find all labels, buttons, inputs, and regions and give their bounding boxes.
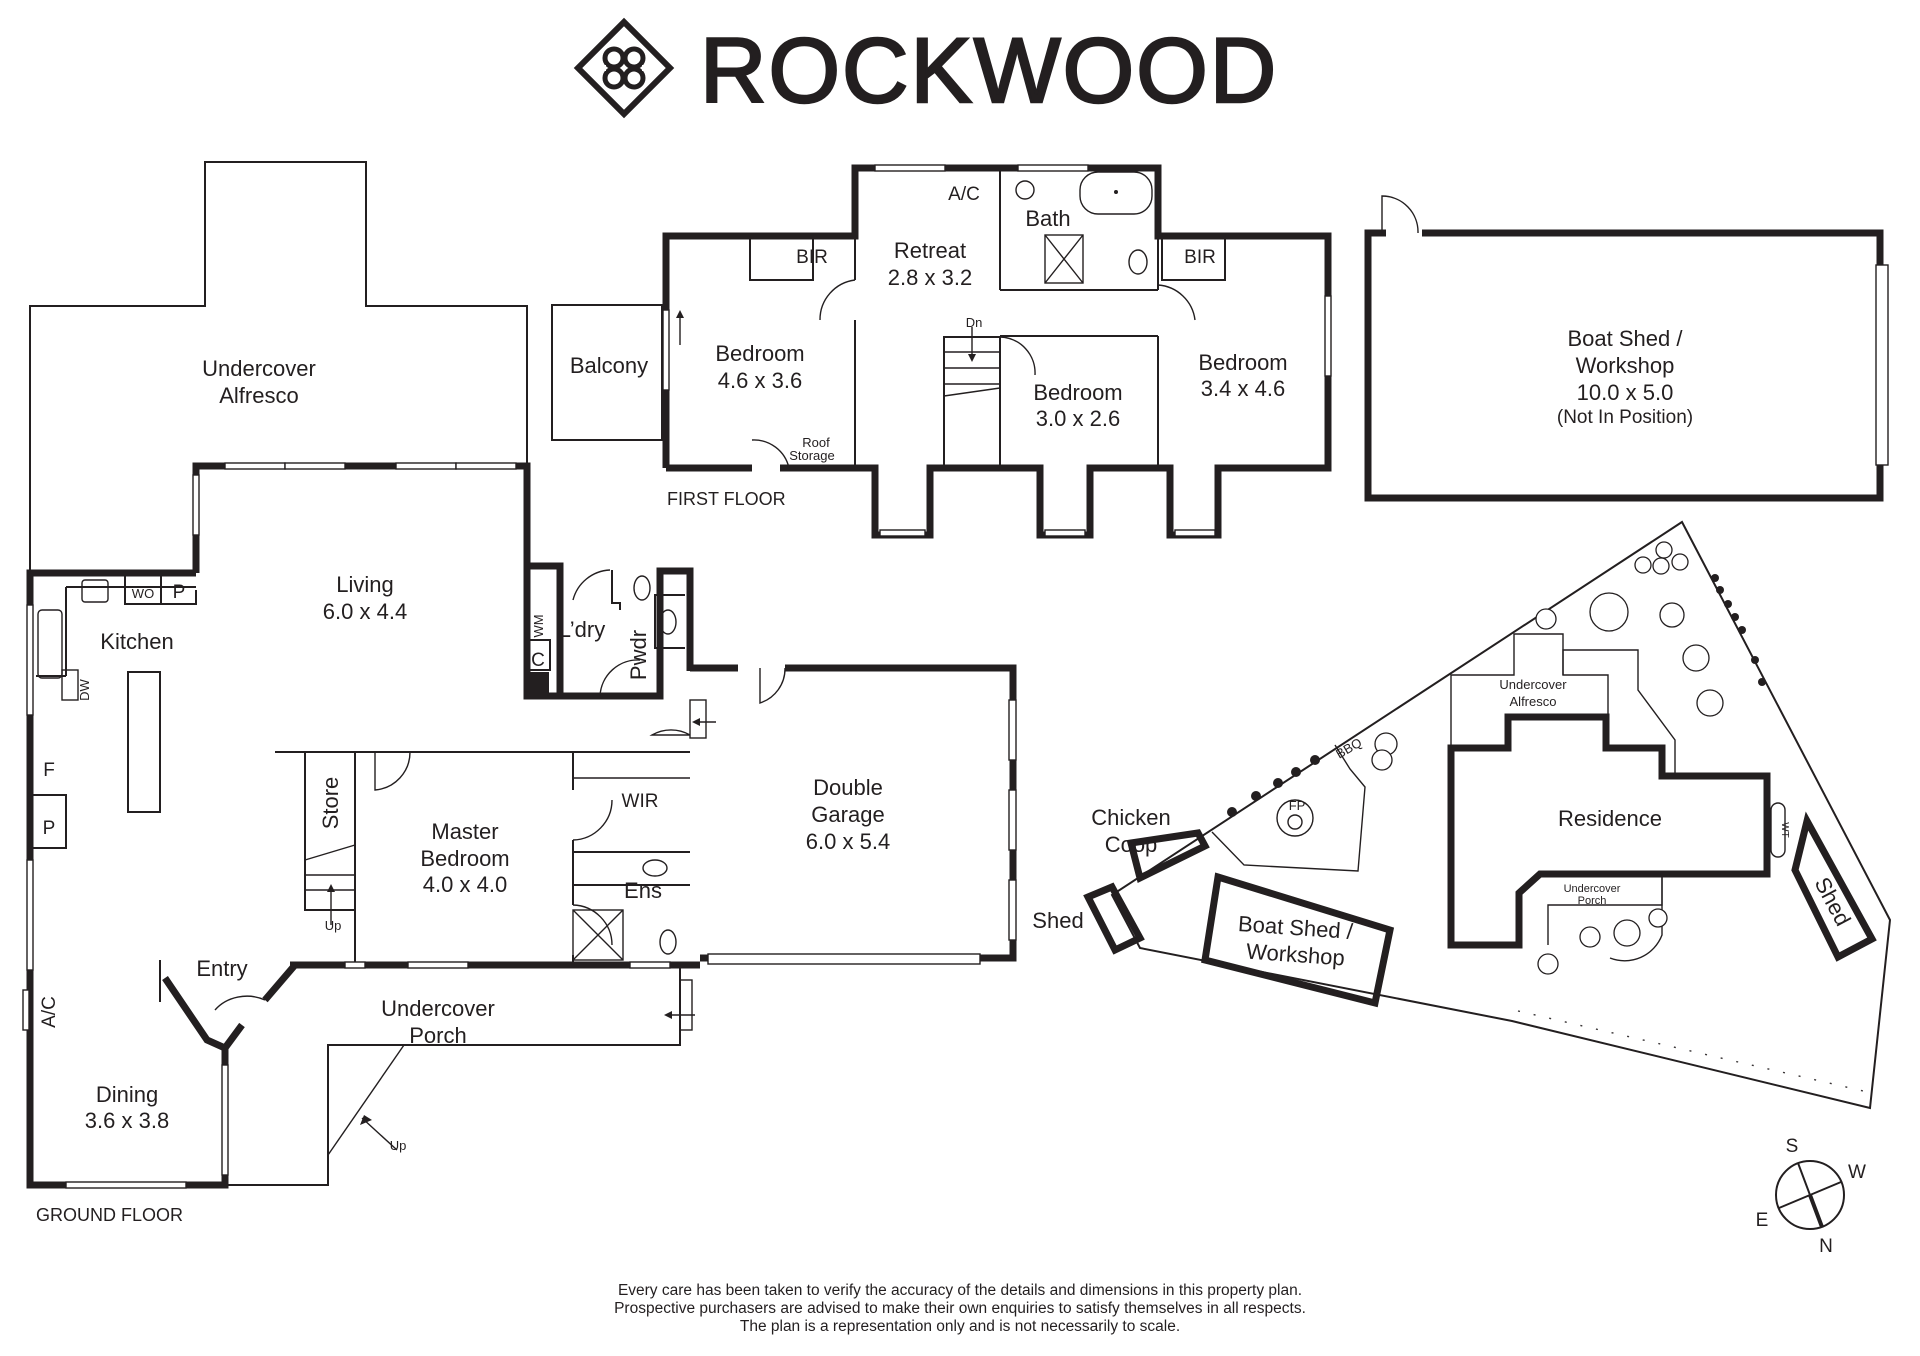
site-plan: Residence Undercover Alfresco Undercover… <box>1032 520 1892 1110</box>
tree-icons <box>1371 541 1724 975</box>
boat-shed-name: Workshop <box>1576 353 1675 378</box>
first-floor-label: FIRST FLOOR <box>667 489 786 509</box>
disclaimer: Every care has been taken to verify the … <box>460 1282 1460 1336</box>
room-name: Dining <box>96 1082 158 1107</box>
fire-pit-label: FP <box>1289 798 1306 813</box>
first-floor-plan: Balcony BIR BIR A/C Dn Roof Storage Bedr… <box>551 164 1332 539</box>
shed-label: Shed <box>1032 908 1083 933</box>
porch-label: Undercover <box>1564 883 1621 895</box>
alfresco-label: Alfresco <box>1510 694 1557 709</box>
bbq-label: BBQ <box>1333 735 1364 762</box>
chicken-coop-label: Chicken <box>1091 805 1170 830</box>
chicken-coop-label: Coop <box>1105 832 1158 857</box>
rockwood-diamond-logo-icon <box>573 17 675 119</box>
room-name: Porch <box>409 1023 466 1048</box>
compass-west: W <box>1848 1162 1866 1183</box>
compass-east: E <box>1756 1210 1769 1231</box>
roof-storage-label: Storage <box>789 448 835 463</box>
pantry-label: P <box>43 818 56 839</box>
boat-shed-note: (Not In Position) <box>1557 407 1693 428</box>
room-name: Master <box>431 819 498 844</box>
stairs-down-label: Dn <box>966 315 983 330</box>
bir-label: BIR <box>1184 247 1216 268</box>
porch-steps-up-label: Up <box>390 1138 407 1153</box>
ground-floor-label: GROUND FLOOR <box>36 1205 183 1225</box>
store-label: Store <box>318 777 343 830</box>
boat-shed-dims: 10.0 x 5.0 <box>1577 380 1674 405</box>
ground-floor-plan: Undercover Alfresco Living 6.0 x 4.4 Kit… <box>22 161 1017 1225</box>
room-name: Bedroom <box>715 341 804 366</box>
compass-icon: S W E N <box>1756 1136 1866 1257</box>
alfresco-outline <box>29 161 528 573</box>
room-dims: 6.0 x 5.4 <box>806 829 890 854</box>
disclaimer-line: The plan is a representation only and is… <box>739 1318 1181 1335</box>
hedge-dots <box>1227 574 1766 817</box>
wall-oven-label: WO <box>132 586 154 601</box>
porch-label: Porch <box>1578 895 1607 907</box>
stairs-up-label: Up <box>325 918 342 933</box>
ensuite-label: Ens <box>624 878 662 903</box>
room-name: Entry <box>196 956 247 981</box>
balcony-outline <box>551 304 663 441</box>
site-boundary <box>1110 520 1892 1110</box>
room-dims: 4.0 x 4.0 <box>423 872 507 897</box>
disclaimer-line: Prospective purchasers are advised to ma… <box>614 1300 1306 1317</box>
roof-storage-label: Roof <box>802 435 830 450</box>
room-name: Garage <box>811 802 884 827</box>
pantry-label: P <box>173 582 186 603</box>
bir-label: BIR <box>796 247 828 268</box>
room-name: Bath <box>1025 206 1070 231</box>
cupboard-label: C <box>531 650 545 671</box>
residence-outline <box>1447 713 1771 949</box>
room-name: Bedroom <box>420 846 509 871</box>
boat-shed-plan: Boat Shed / Workshop 10.0 x 5.0 (Not In … <box>1364 195 1889 502</box>
room-name: Alfresco <box>219 383 298 408</box>
washing-machine-label: WM <box>531 614 546 637</box>
room-name: Undercover <box>202 356 316 381</box>
compass-north: N <box>1819 1236 1833 1257</box>
room-dims: 6.0 x 4.4 <box>323 599 407 624</box>
fridge-label: F <box>43 760 55 781</box>
room-name: Kitchen <box>100 629 173 654</box>
brand-wordmark: ROCKWOOD <box>700 20 1278 122</box>
room-dims: 3.4 x 4.6 <box>1201 376 1285 401</box>
compass-south: S <box>1786 1136 1799 1157</box>
room-name: Undercover <box>381 996 495 1021</box>
room-name: Living <box>336 572 393 597</box>
powder-label: Pwdr <box>626 630 651 680</box>
ac-label: A/C <box>948 184 980 205</box>
room-name: Double <box>813 775 883 800</box>
room-dims: 2.8 x 3.2 <box>888 265 972 290</box>
residence-label: Residence <box>1558 806 1662 831</box>
alfresco-label: Undercover <box>1499 677 1567 692</box>
room-dims: 3.0 x 2.6 <box>1036 406 1120 431</box>
room-dims: 4.6 x 3.6 <box>718 368 802 393</box>
first-floor-walls <box>662 164 1332 539</box>
water-tank-label: WT <box>1779 822 1790 838</box>
balcony-label: Balcony <box>570 353 648 378</box>
wir-label: WIR <box>622 791 659 812</box>
laundry-label: L’dry <box>559 617 605 642</box>
room-dims: 3.6 x 3.8 <box>85 1108 169 1133</box>
room-name: Bedroom <box>1198 350 1287 375</box>
disclaimer-line: Every care has been taken to verify the … <box>617 1282 1303 1299</box>
room-name: Retreat <box>894 238 966 263</box>
boat-shed-name: Boat Shed / <box>1568 326 1684 351</box>
room-name: Bedroom <box>1033 380 1122 405</box>
boat-shed-site-label: Workshop <box>1245 939 1345 971</box>
ac-label: A/C <box>39 996 60 1028</box>
dishwasher-label: DW <box>77 678 92 700</box>
